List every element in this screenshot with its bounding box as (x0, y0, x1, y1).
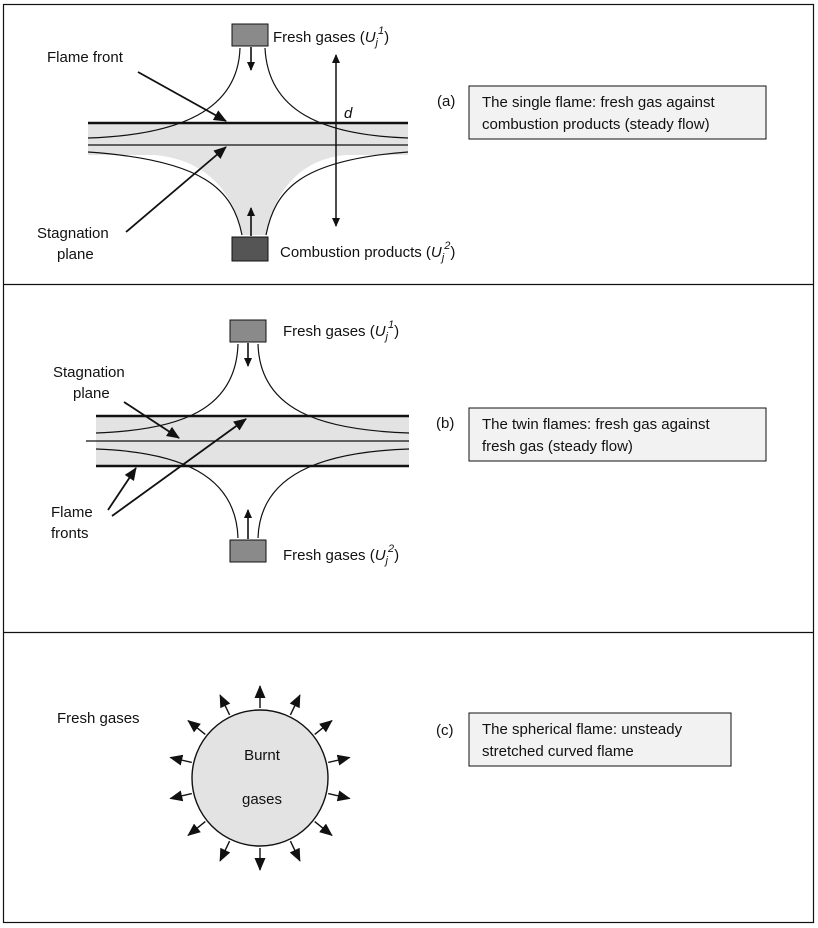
streamline-upper-right-a (264, 47, 409, 139)
caption-box-b (468, 407, 767, 462)
outer-frame (2, 3, 815, 924)
radial-expansion-arrow (187, 719, 206, 735)
streamline-lower-right-a (265, 151, 409, 236)
top-nozzle-b (229, 319, 267, 343)
radial-expansion-arrow (219, 694, 231, 716)
panel-letter-a: (a) (437, 93, 455, 110)
radial-expansion-arrow (328, 754, 351, 766)
streamline-lower-right-b (257, 448, 410, 539)
panel-c: Burnt gases Fresh gases (c) The spherica… (57, 685, 732, 871)
stagnation-label-a-2: plane (57, 246, 94, 263)
flame-fronts-label-b-1: Flame (51, 504, 93, 521)
top-inlet-label-b: Fresh gases (Uj1) (283, 319, 399, 343)
top-nozzle-a (231, 23, 269, 47)
panel-a: d Flame front Stagnation plane Fresh gas… (37, 23, 767, 264)
radial-expansion-arrow (314, 821, 333, 837)
radial-expansion-arrow (328, 790, 351, 802)
caption-a-line2: combustion products (steady flow) (482, 116, 710, 133)
stagnation-label-b-2: plane (73, 385, 110, 402)
radial-expansion-arrow (169, 754, 192, 766)
distance-label: d (344, 105, 353, 122)
burnt-label-2: gases (242, 791, 282, 808)
stagnation-label-a-1: Stagnation (37, 225, 109, 242)
panel-b: Stagnation plane Flame fronts Fresh gase… (51, 319, 767, 567)
bottom-nozzle-a (231, 236, 269, 262)
radial-expansion-arrow (219, 840, 231, 862)
radial-expansion-arrow (187, 821, 206, 837)
flame-front-arrow-a (137, 71, 227, 122)
bottom-inlet-label-b: Fresh gases (Uj2) (283, 543, 399, 567)
radial-expansion-arrow (289, 694, 301, 716)
caption-c-line1: The spherical flame: unsteady (482, 721, 683, 738)
caption-a-line1: The single flame: fresh gas against (482, 94, 715, 111)
stagnation-arrow-b (123, 401, 180, 439)
flame-front-label: Flame front (47, 49, 124, 66)
flame-fronts-arrow-lower (107, 467, 137, 511)
flame-fronts-label-b-2: fronts (51, 525, 89, 542)
streamline-upper-left-b (95, 343, 239, 434)
top-inlet-label-a: Fresh gases (Uj1) (273, 25, 389, 49)
caption-box-a (468, 85, 767, 140)
burnt-gas-sphere (191, 709, 329, 847)
burnt-label-1: Burnt (244, 747, 281, 764)
panel-letter-b: (b) (436, 415, 454, 432)
radial-expansion-arrow (289, 840, 301, 862)
stagnation-label-b-1: Stagnation (53, 364, 125, 381)
bottom-inlet-label-a: Combustion products (Uj2) (280, 240, 455, 264)
radial-expansion-arrow (314, 719, 333, 735)
bottom-nozzle-b (229, 539, 267, 563)
streamline-lower-left-b (95, 448, 239, 539)
caption-b-line2: fresh gas (steady flow) (482, 438, 633, 455)
streamline-upper-right-b (257, 343, 410, 434)
flame-fronts-arrow-upper (111, 418, 247, 517)
caption-c-line2: stretched curved flame (482, 743, 634, 760)
radial-expansion-arrow (169, 790, 192, 802)
fresh-gases-label-c: Fresh gases (57, 710, 140, 727)
streamline-upper-left-a (87, 47, 241, 139)
stagnation-arrow-a (125, 146, 227, 233)
streamline-lower-left-a (87, 151, 243, 236)
panel-letter-c: (c) (436, 722, 454, 739)
caption-box-c (468, 712, 732, 767)
caption-b-line1: The twin flames: fresh gas against (482, 416, 710, 433)
radial-arrows (169, 685, 351, 871)
product-region-a (88, 124, 408, 235)
